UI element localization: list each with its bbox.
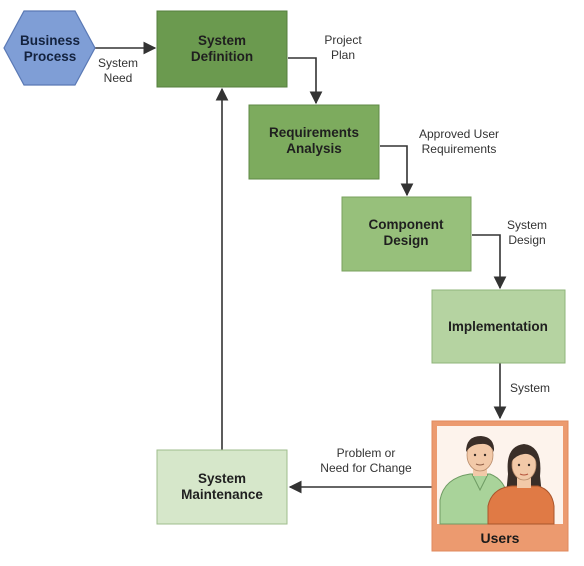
component-design-label-line1: Component [369,217,444,232]
edge-label-project-plan-line1: Project [324,33,362,47]
edge-label-approved-requirements-line1: Approved User [419,127,499,141]
edge-label-system-design-line2: Design [508,233,545,247]
system-definition-box [156,10,288,88]
system-definition-label-line2: Definition [191,49,253,64]
edge-label-system: System [510,381,550,395]
node-business-process: Business Process [3,10,96,86]
edge-label-problem-line1: Problem or [337,446,396,460]
arrow-requirements-to-design [380,145,414,197]
business-process-label-line1: Business [20,33,80,48]
edge-label-project-plan-line2: Plan [331,48,355,62]
business-process-hexagon [3,10,96,86]
implementation-label: Implementation [448,319,548,334]
business-process-label-line2: Process [24,49,77,64]
node-system-maintenance: System Maintenance [156,449,288,525]
users-label: Users [481,530,520,546]
node-users: Users [431,420,569,552]
system-definition-label-line1: System [198,33,246,48]
edge-label-problem-line2: Need for Change [320,461,412,475]
requirements-analysis-label-line1: Requirements [269,125,359,140]
edge-label-approved-requirements-line2: Requirements [422,142,497,156]
node-implementation: Implementation [431,289,566,364]
component-design-box [341,196,472,272]
edge-labels: System Need Project Plan Approved User R… [98,33,550,475]
component-design-label-line2: Design [383,233,428,248]
node-system-definition: System Definition [156,10,288,88]
system-maintenance-label-line1: System [198,471,246,486]
edge-label-system-need-line1: System [98,56,138,70]
edge-label-system-design-line1: System [507,218,547,232]
edge-label-system-need-line2: Need [104,71,133,85]
arrow-design-to-implementation [472,234,507,290]
system-maintenance-label-line2: Maintenance [181,487,263,502]
requirements-analysis-box [248,104,380,180]
implementation-box [431,289,566,364]
arrow-definition-to-requirements [288,57,323,105]
requirements-analysis-label-line2: Analysis [286,141,342,156]
user-woman-illustration [487,444,555,525]
node-component-design: Component Design [341,196,472,272]
system-maintenance-box [156,449,288,525]
connectors [95,41,507,494]
node-requirements-analysis: Requirements Analysis [248,104,380,180]
